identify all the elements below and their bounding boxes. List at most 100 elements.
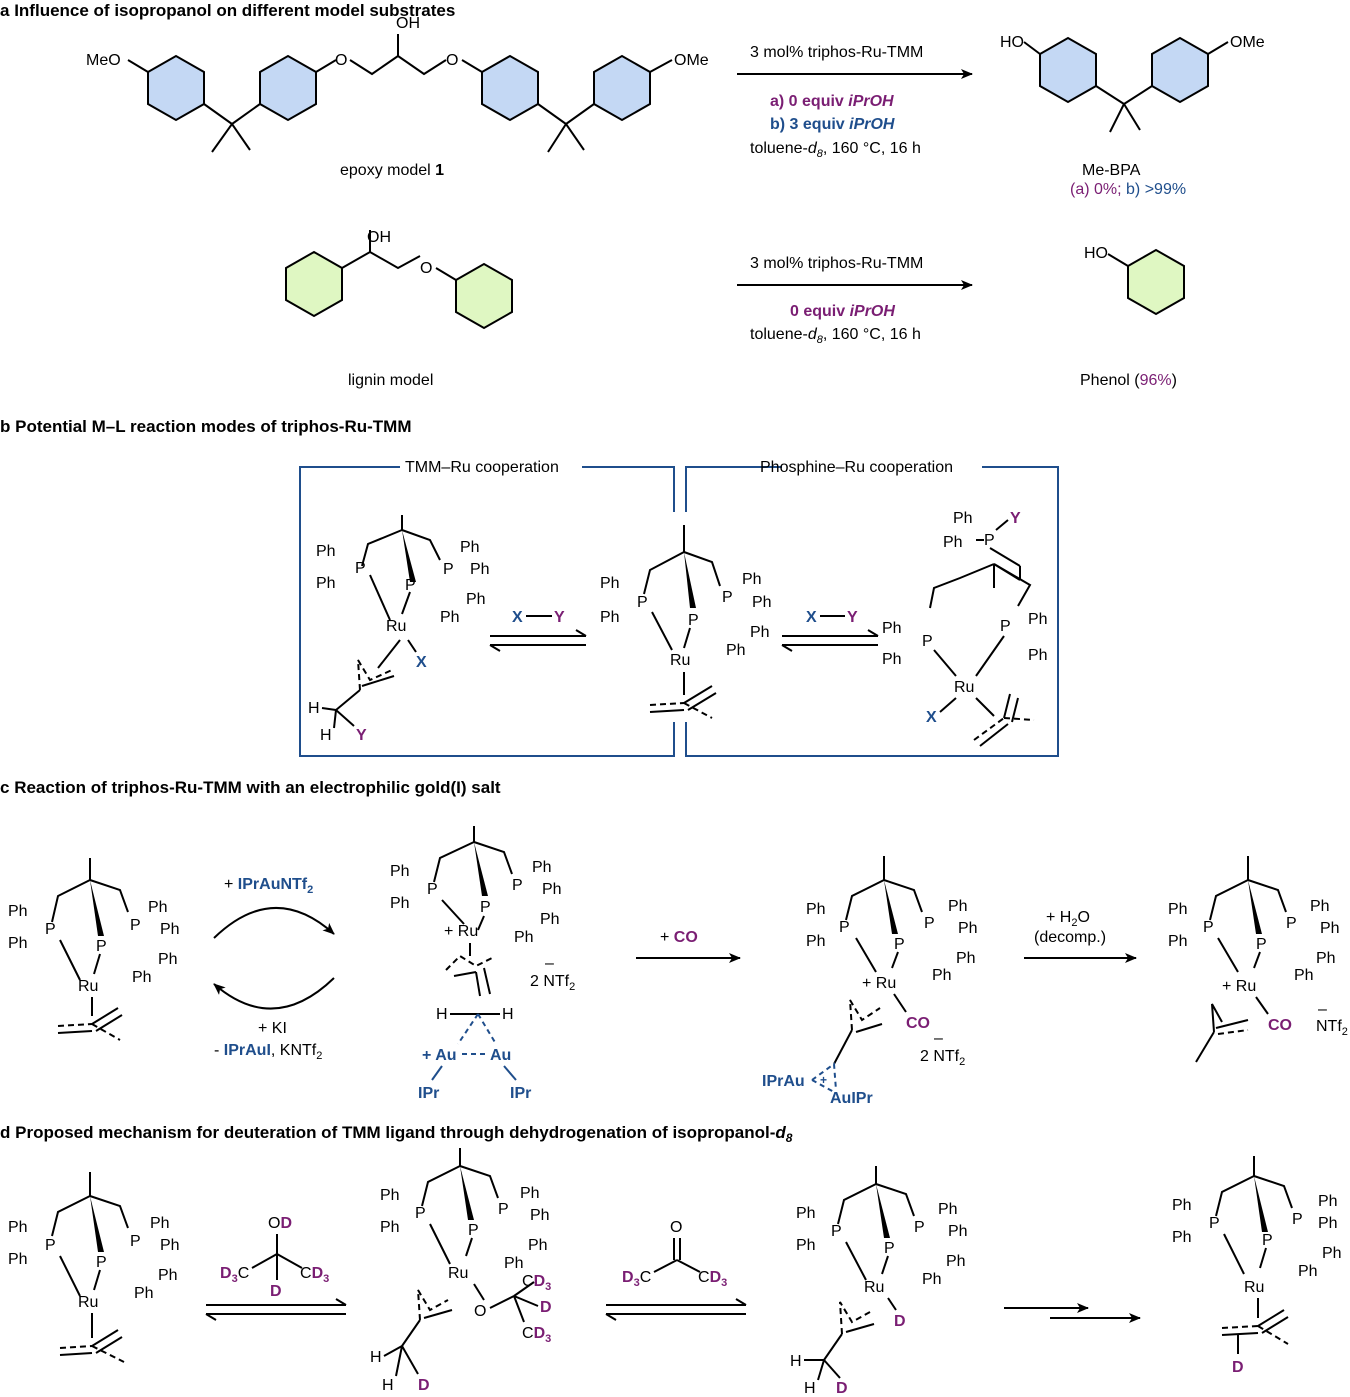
phenyl-label: Ph — [134, 1285, 154, 1302]
deuterium-hydride: D — [894, 1313, 906, 1330]
phosphorus-atom: P — [924, 915, 935, 932]
reverse-curved-arrow — [213, 977, 335, 1010]
phosphorus-atom: P — [498, 1201, 509, 1218]
phenyl-label: Ph — [520, 1185, 540, 1202]
reagent-co: + CO — [660, 929, 698, 946]
phosphorus-atom: P — [637, 594, 648, 611]
phosphorus-atom: P — [839, 919, 850, 936]
phenyl-label: Ph — [8, 935, 28, 952]
lignin-model-structure: OH O — [285, 229, 513, 330]
counterion-ntf2: 2 NTf2 — [920, 1048, 965, 1068]
reagent-water: + H2O — [1046, 909, 1090, 929]
benzene-ring — [147, 54, 205, 122]
ruthenium-atom: Ru — [386, 618, 406, 635]
phenyl-label: Ph — [466, 591, 486, 608]
benzene-ring — [285, 250, 343, 318]
solvent-condition: toluene-d8, 160 °C, 16 h — [750, 326, 921, 346]
hydrogen-atom: H — [308, 700, 320, 717]
me-bpa-structure: HO OMe — [1000, 34, 1265, 133]
carbonyl-ligand: CO — [906, 1015, 930, 1032]
ether-oxygen: O — [335, 52, 347, 69]
ruthenium-atom: Ru — [78, 1294, 98, 1311]
ruthenium-atom: Ru — [1244, 1279, 1264, 1296]
gold-atom: Au — [490, 1047, 511, 1064]
phosphorus-atom: P — [130, 917, 141, 934]
phosphorus-atom: P — [688, 612, 699, 629]
ruthenium-atom: Ru — [670, 652, 690, 669]
equilibrium-arrow-1 — [489, 629, 587, 652]
equilibrium-arrow-d1 — [205, 1298, 347, 1321]
phenyl-label: Ph — [882, 651, 902, 668]
y-group: Y — [847, 609, 858, 626]
y-group: Y — [1010, 510, 1021, 527]
panel-a-header: a Influence of isopropanol on different … — [0, 1, 455, 20]
y-group: Y — [554, 609, 565, 626]
reagent-iprau-ntf2: + IPrAuNTf2 — [224, 876, 313, 896]
auipr-fragment: AuIPr — [830, 1090, 873, 1107]
phenyl-label: Ph — [953, 510, 973, 527]
ruthenium-atom: Ru — [954, 679, 974, 696]
phenyl-label: Ph — [390, 895, 410, 912]
phosphorus-atom: P — [405, 577, 416, 594]
ho-label: HO — [1000, 34, 1024, 51]
phosphorus-atom: P — [922, 633, 933, 650]
cd3-group: D3C — [622, 1269, 651, 1289]
epoxy-model-label: epoxy model 1 — [340, 162, 444, 179]
phenyl-label: Ph — [1028, 647, 1048, 664]
phenyl-label: Ph — [956, 950, 976, 967]
ho-label: HO — [1084, 245, 1108, 262]
phenyl-label: Ph — [1318, 1193, 1338, 1210]
phosphorus-atom: P — [130, 1233, 141, 1250]
benzene-ring — [593, 54, 651, 122]
phosphorus-atom: P — [512, 877, 523, 894]
epoxy-model-structure: MeO O OH O OMe — [86, 15, 709, 153]
phosphorus-atom: P — [831, 1223, 842, 1240]
x-group: X — [512, 609, 523, 626]
phenyl-label: Ph — [1322, 1245, 1342, 1262]
byproduct-iprau-i: - IPrAuI, KNTf2 — [214, 1042, 322, 1062]
hydrogen-atom: H — [790, 1353, 802, 1370]
alkoxide-oxygen: O — [474, 1303, 486, 1320]
benzene-ring — [455, 262, 513, 330]
phenyl-label: Ph — [532, 859, 552, 876]
phenyl-label: Ph — [932, 967, 952, 984]
x-group: X — [416, 654, 427, 671]
ome-label: OMe — [674, 52, 709, 69]
phenyl-label: Ph — [943, 534, 963, 551]
ipr-ligand: IPr — [510, 1085, 531, 1102]
cd3-group: CD3 — [300, 1265, 329, 1285]
phenyl-label: Ph — [380, 1219, 400, 1236]
negative-charge: – — [934, 1030, 943, 1047]
box-tmm-ru — [299, 466, 675, 757]
phenyl-label: Ph — [600, 609, 620, 626]
gold-charge: + — [820, 1073, 827, 1087]
decomposition-note: (decomp.) — [1034, 929, 1106, 946]
complex-phosphine-ru-adduct: Ph Y Ph P P P Ph Ph Ph Ph Ru X — [882, 510, 1048, 747]
phenyl-label: Ph — [316, 543, 336, 560]
panel-b: b Potential M–L reaction modes of tripho… — [0, 417, 1059, 757]
hydrogen-atom: H — [320, 727, 332, 744]
phenyl-label: Ph — [922, 1271, 942, 1288]
equilibrium-arrow-2 — [781, 629, 879, 652]
phenyl-label: Ph — [1318, 1215, 1338, 1232]
phenyl-label: Ph — [132, 969, 152, 986]
phenyl-label: Ph — [958, 920, 978, 937]
meo-label: MeO — [86, 52, 121, 69]
phenyl-label: Ph — [460, 539, 480, 556]
phenyl-label: Ph — [158, 1267, 178, 1284]
phenyl-label: Ph — [948, 1223, 968, 1240]
ether-oxygen: O — [420, 260, 432, 277]
phenyl-label: Ph — [796, 1237, 816, 1254]
forward-curved-arrow — [213, 907, 335, 939]
condition-a: a) 0 equiv iPrOH — [770, 93, 894, 110]
panel-b-header: b Potential M–L reaction modes of tripho… — [0, 417, 412, 436]
complex-c3-carbonyl-gold: P P P Ph Ph Ph Ph Ph Ph + Ru CO IPrAu Au… — [762, 856, 978, 1107]
box-label-tmm-ru: TMM–Ru cooperation — [405, 459, 559, 476]
panel-c-header: c Reaction of triphos-Ru-TMM with an ele… — [0, 778, 501, 797]
phosphorus-atom: P — [96, 938, 107, 955]
phenyl-label: Ph — [946, 1253, 966, 1270]
phenyl-label: Ph — [504, 1255, 524, 1272]
phenyl-label: Ph — [158, 951, 178, 968]
catalyst-condition: 3 mol% triphos-Ru-TMM — [750, 255, 923, 272]
phenyl-label: Ph — [742, 571, 762, 588]
